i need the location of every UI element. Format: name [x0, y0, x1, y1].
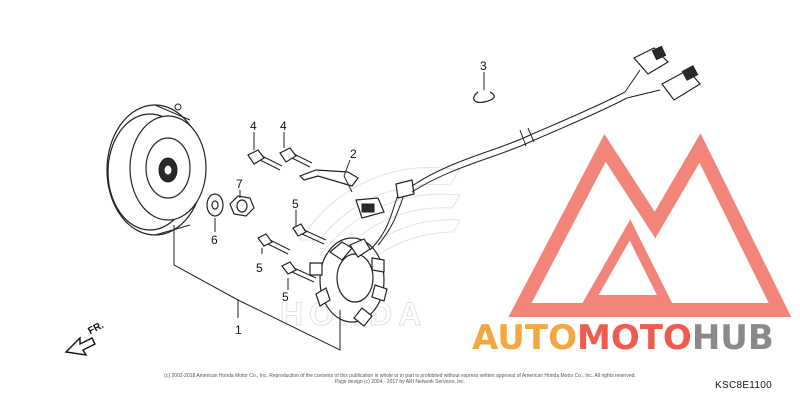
diagram-code: KSC8E1100 — [715, 380, 772, 391]
copyright-line-1: (c) 2002-2018 American Honda Motor Co., … — [164, 373, 636, 379]
callout-7: 7 — [236, 177, 243, 191]
wire-harness — [369, 69, 661, 251]
bolt-5b — [257, 233, 291, 255]
bolt-4b — [279, 147, 313, 168]
automotohub-watermark: AUTOMOTOHUB — [472, 318, 774, 358]
callout-1: 1 — [235, 323, 242, 337]
copyright-line-2: Page design (c) 2004 - 2017 by ARI Netwo… — [334, 379, 466, 385]
clamp-bracket — [298, 169, 359, 193]
leader-lines — [173, 72, 485, 351]
front-direction-arrow-icon — [64, 336, 96, 356]
connector-lower — [661, 65, 701, 101]
callout-5-lower: 5 — [282, 290, 289, 304]
callout-5-top: 5 — [292, 197, 299, 211]
callout-4-left: 4 — [250, 119, 257, 133]
stator-coil — [309, 197, 388, 327]
brand-part-hub: HUB — [691, 318, 774, 358]
bolt-4a — [247, 149, 283, 171]
callout-5-left: 5 — [256, 261, 263, 275]
callout-3: 3 — [480, 59, 487, 73]
bolt-5c — [281, 261, 317, 283]
callout-6: 6 — [211, 233, 218, 247]
nut-part — [229, 195, 255, 217]
brand-part-auto: AUTO — [472, 318, 577, 358]
callout-4-right: 4 — [280, 119, 287, 133]
automotohub-logo-icon — [508, 133, 792, 317]
wire-clip — [473, 91, 495, 103]
washer-part — [206, 193, 224, 217]
bolt-5a — [292, 223, 327, 245]
honda-wing-watermark — [299, 167, 461, 271]
callout-2: 2 — [350, 147, 357, 161]
brand-part-moto: MOTO — [576, 318, 692, 358]
flywheel-rotor — [106, 103, 207, 236]
connector-upper — [633, 45, 669, 75]
